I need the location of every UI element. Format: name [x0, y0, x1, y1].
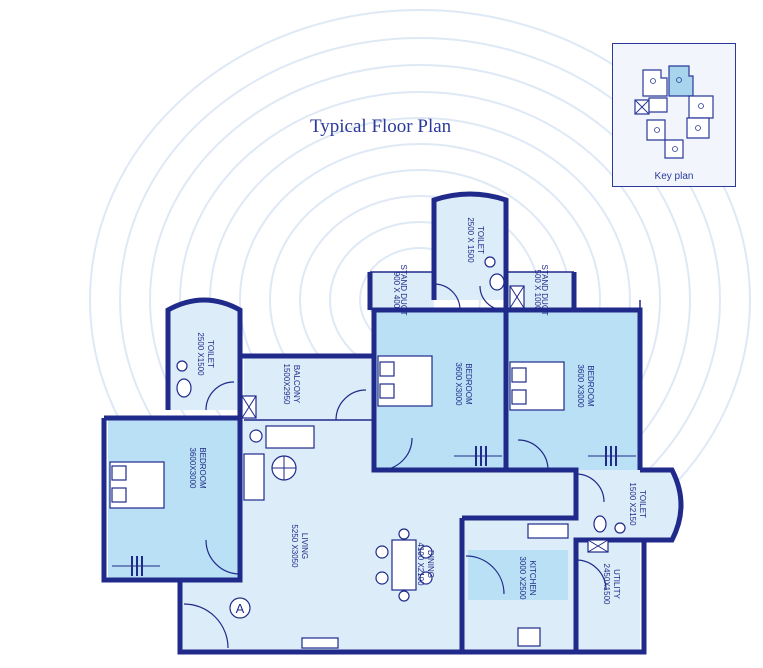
- label-balcony: BALCONY1500X2950: [282, 364, 301, 405]
- page-title: Typical Floor Plan: [310, 116, 452, 137]
- label-toilet-left: TOILET2500 X1500: [196, 332, 215, 376]
- label-dining: DINING4100 X2100: [416, 542, 435, 586]
- label-living: LIVING5250 X3050: [290, 524, 309, 568]
- label-stand-left: STAND DUCT900 X 400: [392, 265, 408, 316]
- label-bedroom-center: BEDROOM3600 X3000: [454, 362, 473, 406]
- walls: [101, 191, 684, 655]
- label-kitchen: KITCHEN3000 X2500: [518, 556, 537, 600]
- basin-right: [614, 522, 626, 534]
- sofa-side: [243, 453, 265, 501]
- basin-top: [484, 256, 496, 268]
- pillow: [379, 383, 395, 399]
- pillow: [379, 361, 395, 377]
- wc-top: [489, 273, 505, 291]
- room-labels: TOILET2500 X 1500 STAND DUCT900 X 400 ST…: [188, 217, 647, 605]
- label-stand-right: STAND DUCT500 X 1000: [533, 265, 549, 316]
- label-bedroom-left: BEDROOM3600X3000: [188, 447, 207, 489]
- entry-marker: [229, 597, 251, 619]
- lamp: [249, 429, 263, 443]
- basin-left: [176, 360, 188, 372]
- label-toilet-right: TOILET1500 X2150: [628, 482, 647, 526]
- thin-walls: [244, 271, 641, 421]
- label-bedroom-right: BEDROOM3600 X3000: [576, 364, 595, 408]
- tv-unit: [301, 637, 339, 649]
- wardrobe-rails: [112, 455, 636, 567]
- label-toilet-top: TOILET2500 X 1500: [466, 217, 485, 263]
- shaft-crosses: [241, 285, 609, 553]
- sofa: [265, 425, 315, 449]
- room-balcony: [244, 356, 372, 420]
- wc-right: [593, 515, 607, 533]
- kitchen-highlight: [468, 550, 568, 600]
- wc-left: [176, 378, 192, 398]
- pillow: [511, 367, 527, 383]
- stove: [517, 627, 541, 647]
- kitchen-sink: [527, 523, 569, 539]
- key-plan-label: Key plan: [654, 171, 694, 182]
- dining-table: [391, 539, 417, 591]
- room-stand-left: [370, 272, 434, 312]
- pillow: [511, 389, 527, 405]
- entry-marker-label: A: [236, 601, 245, 616]
- furniture: [109, 256, 626, 649]
- room-utility: [576, 540, 640, 650]
- label-utility: UTILITY2450X1500: [602, 564, 621, 605]
- door-swings: [183, 283, 607, 649]
- key-plan-diagram: [634, 65, 714, 159]
- room-toilet-top: [434, 194, 506, 300]
- key-plan: Key plan: [612, 43, 736, 187]
- pillow: [111, 487, 127, 503]
- pillow: [111, 465, 127, 481]
